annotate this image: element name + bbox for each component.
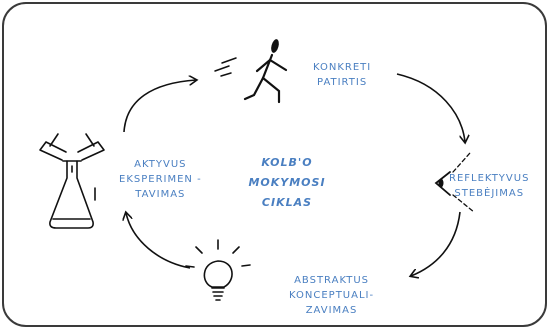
arrow-active-to-concrete [123, 80, 196, 133]
cycle-title: KOLB'O MOKYMOSI CIKLAS [237, 153, 337, 213]
stage-concrete-line-1: KONKRETI [313, 62, 372, 73]
stage-active-label: AKTYVUS EKSPERIMEN - TAVIMAS [119, 157, 202, 202]
running-person-icon [214, 39, 288, 104]
stage-reflective-line-2: STEBĖJIMAS [454, 188, 525, 199]
arrow-abstract-to-active [126, 213, 191, 269]
title-line-3: CIKLAS [261, 196, 313, 209]
stage-abstract-line-3: ZAVIMAS [305, 305, 358, 316]
arrow-concrete-to-reflective [396, 73, 465, 142]
title-line-1: KOLB'O [261, 156, 313, 169]
diagram-frame [2, 2, 547, 327]
arrow-reflective-to-abstract [411, 211, 461, 276]
stage-concrete-label: KONKRETI PATIRTIS [313, 60, 371, 90]
stage-active-line-2: EKSPERIMEN - [119, 174, 202, 185]
light-bulb-icon [185, 239, 251, 301]
stage-concrete-line-2: PATIRTIS [317, 77, 368, 88]
stage-reflective-line-1: REFLEKTYVUS [449, 173, 530, 184]
stage-active-line-3: TAVIMAS [135, 189, 186, 200]
eye-icon [434, 152, 475, 213]
stage-reflective-label: REFLEKTYVUS STEBĖJIMAS [449, 171, 529, 201]
lab-flask-icon [39, 133, 105, 229]
title-line-2: MOKYMOSI [248, 176, 326, 189]
stage-abstract-line-1: ABSTRAKTUS [294, 275, 369, 286]
stage-abstract-label: ABSTRAKTUS KONCEPTUALI- ZAVIMAS [289, 273, 374, 318]
stage-abstract-line-2: KONCEPTUALI- [289, 290, 375, 301]
stage-active-line-1: AKTYVUS [134, 159, 187, 170]
